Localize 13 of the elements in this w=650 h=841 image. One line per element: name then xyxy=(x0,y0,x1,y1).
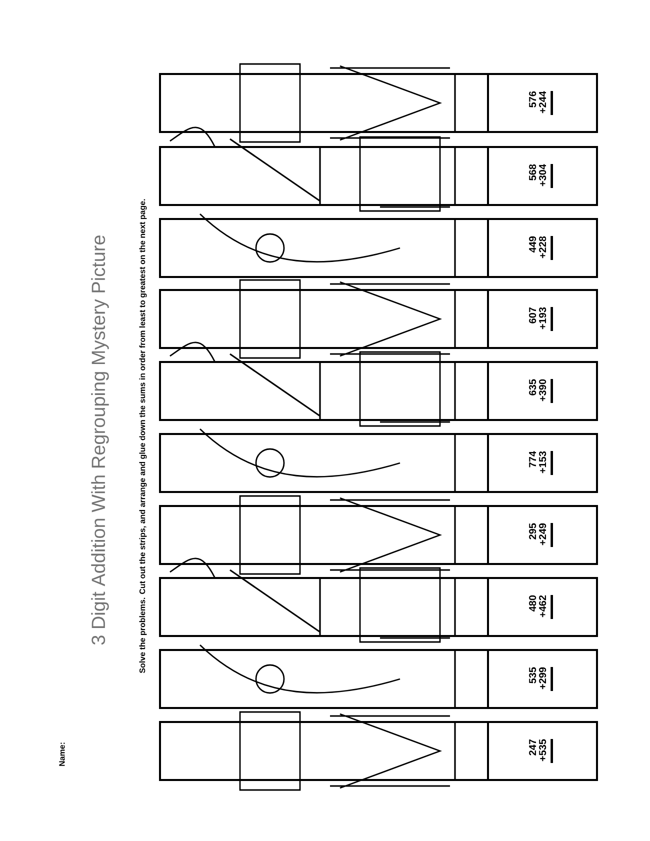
title: 3 Digit Addition With Regrouping Mystery Picture xyxy=(91,236,109,645)
problem-box: 480 +462 xyxy=(487,577,598,637)
instructions: Solve the problems. Cut out the strips, and arrange and glue down the sums in order from least to greatest on the next page. xyxy=(139,199,147,674)
problem-box: 576 +244 xyxy=(487,73,598,133)
problem-box: 568 +304 xyxy=(487,146,598,206)
name-label: Name: xyxy=(59,742,65,766)
problem-box: 295 +249 xyxy=(487,505,598,565)
problem-box: 774 +153 xyxy=(487,433,598,493)
problem-box: 635 +390 xyxy=(487,361,598,421)
problem-box: 535 +299 xyxy=(487,649,598,709)
problem-box: 607 +193 xyxy=(487,289,598,349)
problem-box: 449 +228 xyxy=(487,218,598,278)
problem-box: 247 +535 xyxy=(487,721,598,781)
